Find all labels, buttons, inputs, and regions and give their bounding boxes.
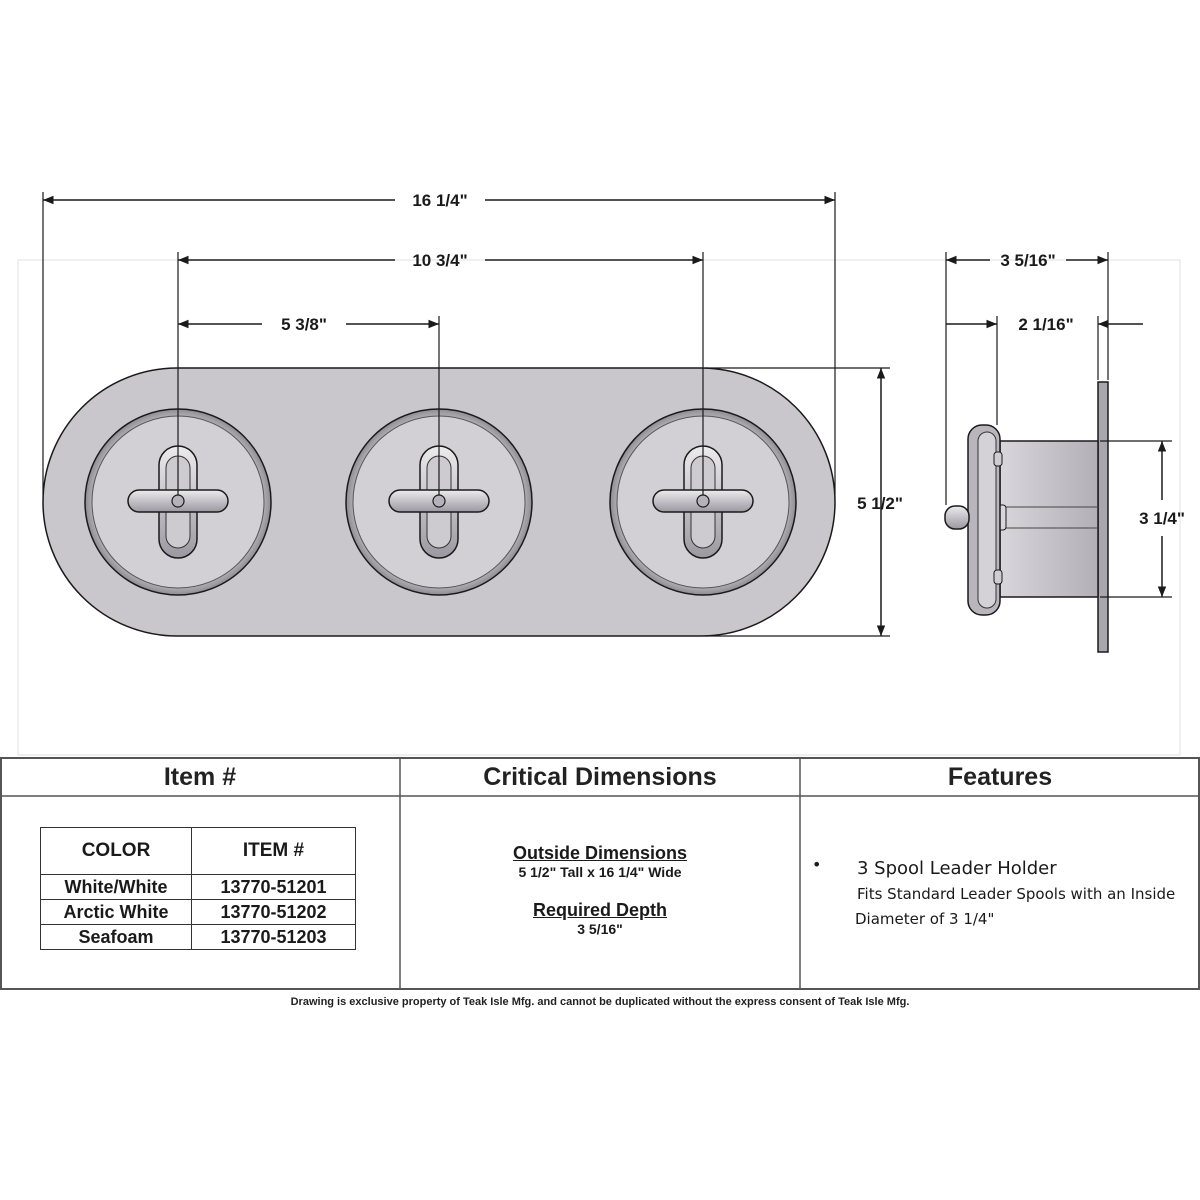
dim-outer-spacing: 10 3/4" [178, 251, 703, 270]
color-cell: Arctic White [40, 899, 192, 925]
technical-drawing: 16 1/4" 10 3/4" 5 3/8" 5 1/2" [17, 191, 1185, 756]
items-table-header: COLOR ITEM # [40, 827, 356, 875]
spool-2 [345, 408, 533, 596]
dim-outer-spacing-label: 10 3/4" [412, 251, 467, 270]
critical-header: Critical Dimensions [483, 763, 717, 791]
table-row: White/White 13770-51201 [40, 874, 356, 900]
feature-line-1: Fits Standard Leader Spools with an Insi… [857, 885, 1176, 903]
color-cell: White/White [40, 874, 192, 900]
item-header: Item # [163, 763, 237, 791]
dim-depth: 3 5/16" [946, 251, 1108, 270]
color-cell: Seafoam [40, 924, 192, 950]
dim-spool-depth-label: 2 1/16" [1018, 315, 1073, 334]
items-table: COLOR ITEM # White/White 13770-51201 Arc… [40, 827, 356, 950]
item-col-header: ITEM # [191, 827, 356, 875]
extension-lines [42, 192, 890, 637]
dim-spool-depth: 2 1/16" [946, 315, 1143, 334]
feature-line-2: Diameter of 3 1/4" [855, 910, 995, 928]
feature-detail: Fits Standard Leader Spools with an Insi… [855, 882, 1185, 932]
dim-height-label: 5 1/2" [857, 494, 903, 513]
bullet-icon: • [812, 855, 822, 874]
features-column: Features • 3 Spool Leader Holder Fits St… [800, 757, 1200, 990]
item-cell: 13770-51203 [191, 924, 356, 950]
depth-value: 3 5/16" [577, 921, 623, 937]
spec-table: Item # COLOR ITEM # White/White 13770-51… [0, 757, 1200, 990]
spool-1 [84, 408, 272, 596]
depth-title: Required Depth [532, 900, 667, 920]
copyright-footer: Drawing is exclusive property of Teak Is… [290, 996, 910, 1008]
dim-depth-label: 3 5/16" [1000, 251, 1055, 270]
dim-inner-spacing: 5 3/8" [178, 315, 439, 334]
features-header: Features [947, 763, 1053, 791]
dim-height: 5 1/2" [857, 368, 903, 636]
table-row: Arctic White 13770-51202 [40, 899, 356, 925]
spool-3 [609, 408, 797, 596]
dim-overall-width-label: 16 1/4" [412, 191, 467, 210]
table-row: Seafoam 13770-51203 [40, 924, 356, 950]
item-cell: 13770-51201 [191, 874, 356, 900]
side-view [944, 252, 1172, 653]
dim-inner-spacing-label: 5 3/8" [281, 315, 327, 334]
item-column: Item # COLOR ITEM # White/White 13770-51… [0, 757, 400, 990]
outside-dimensions: Outside Dimensions 5 1/2" Tall x 16 1/4"… [400, 843, 800, 880]
outside-title: Outside Dimensions [512, 843, 688, 863]
required-depth: Required Depth 3 5/16" [400, 900, 800, 937]
dim-spool-diameter-label: 3 1/4" [1139, 509, 1185, 528]
spec-table-rules [0, 757, 1200, 990]
item-cell: 13770-51202 [191, 899, 356, 925]
critical-dimensions-column: Critical Dimensions Outside Dimensions 5… [400, 757, 800, 990]
feature-title: 3 Spool Leader Holder [857, 858, 1057, 879]
color-col-header: COLOR [40, 827, 192, 875]
outside-value: 5 1/2" Tall x 16 1/4" Wide [518, 864, 682, 880]
dim-overall-width: 16 1/4" [43, 191, 835, 210]
dim-spool-diameter: 3 1/4" [1139, 441, 1185, 597]
